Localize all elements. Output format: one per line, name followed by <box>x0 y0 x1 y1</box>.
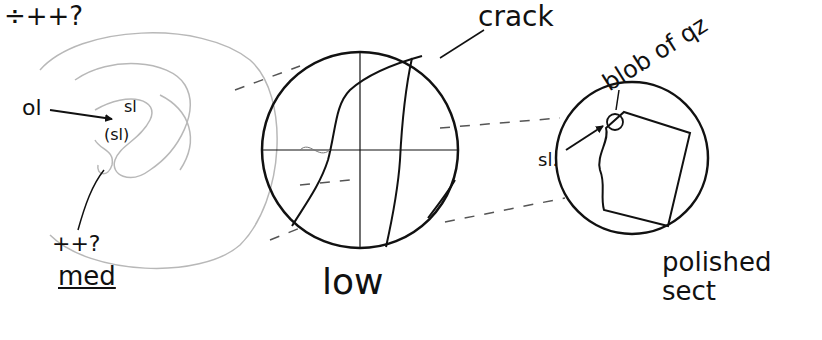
mineral-label: ol <box>22 96 42 120</box>
callout-label: crack <box>478 2 554 33</box>
view-label: med <box>58 262 116 291</box>
low-view <box>262 52 458 248</box>
mineral-label: sl. <box>538 150 558 170</box>
med-view <box>40 33 277 269</box>
view-label: low <box>322 262 383 302</box>
pointer-arrow <box>566 126 603 150</box>
pointer-arrow <box>50 110 112 119</box>
note-mark: ÷++? <box>4 2 83 31</box>
mineral-label: sl <box>124 98 137 116</box>
callout-label: blob of qz <box>598 11 712 96</box>
note-mark: ++? <box>52 232 101 256</box>
view-label: polished sect <box>662 248 792 305</box>
mineral-label: (sl) <box>104 126 129 144</box>
leader-line <box>440 30 484 58</box>
leader-line <box>78 170 104 230</box>
polished-view <box>556 82 708 234</box>
